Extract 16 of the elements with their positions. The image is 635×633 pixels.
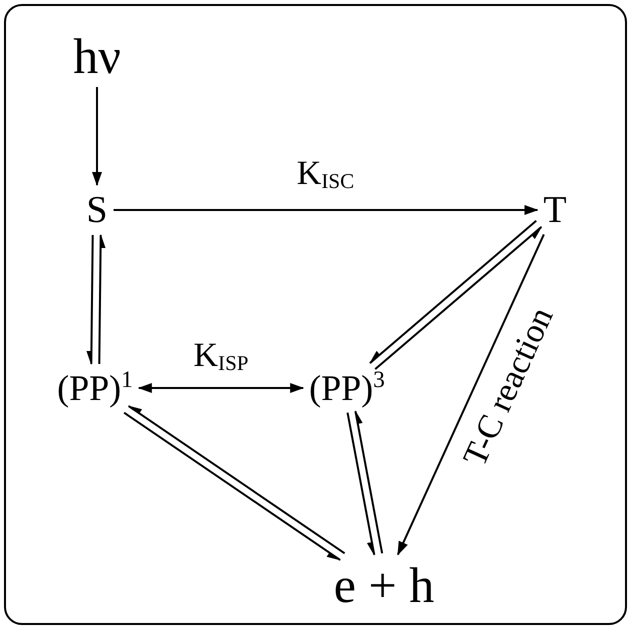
arrow — [138, 383, 304, 393]
state-label: T — [543, 189, 567, 231]
arrow — [86, 234, 94, 365]
arrow — [114, 205, 538, 215]
arrow — [346, 412, 376, 556]
state-label: S — [86, 189, 108, 231]
state-label: e + h — [334, 558, 434, 612]
edge-label: K$_{ISC}$ — [296, 157, 354, 191]
arrow — [354, 410, 384, 554]
edge-label: K$_{ISP}$ — [193, 339, 249, 373]
state-label: (PP)$^{1}$ — [57, 368, 133, 408]
state-label: hν — [73, 29, 121, 83]
state-label: (PP)$^{3}$ — [309, 368, 385, 408]
arrow — [98, 234, 106, 364]
arrow — [396, 234, 545, 556]
arrow — [92, 87, 102, 186]
